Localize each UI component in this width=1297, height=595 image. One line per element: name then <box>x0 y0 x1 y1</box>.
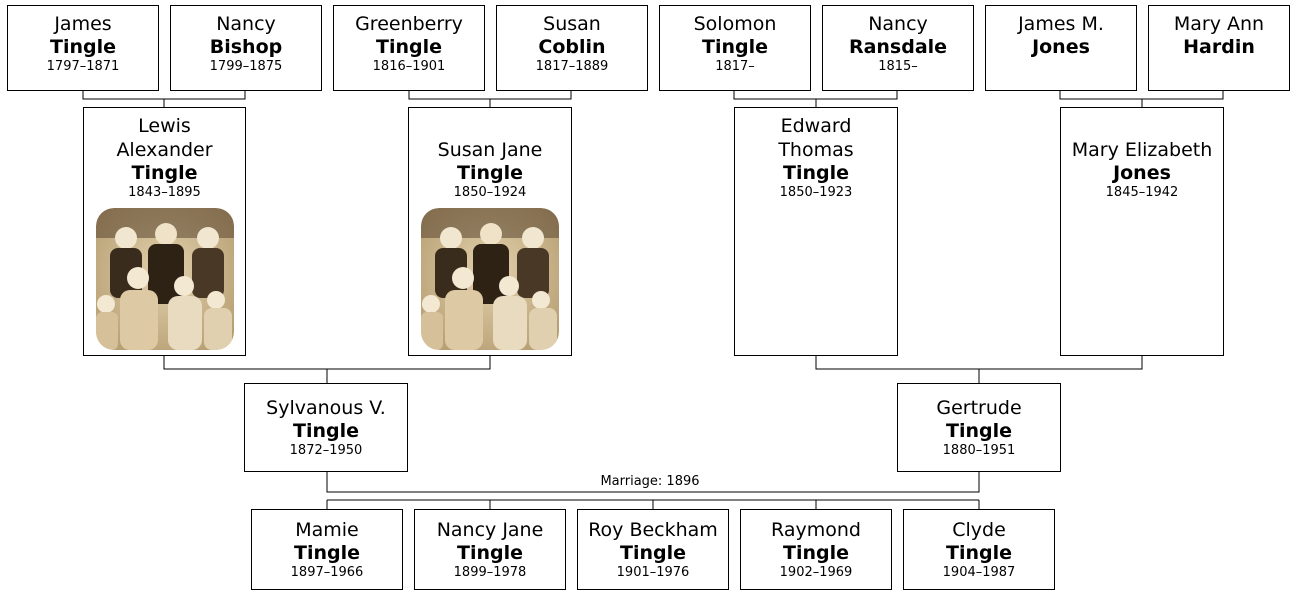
given-name: Nancy <box>868 13 928 35</box>
person-box-clyde-tingle[interactable]: Clyde Tingle 1904–1987 <box>903 509 1055 590</box>
surname: Tingle <box>702 36 768 58</box>
life-dates: 1850–1924 <box>453 185 527 200</box>
given-name: Gertrude <box>936 397 1022 419</box>
life-dates: 1799–1875 <box>209 59 283 74</box>
life-dates: 1904–1987 <box>942 565 1016 580</box>
surname: Ransdale <box>848 36 948 58</box>
person-box-nancy-jane-tingle[interactable]: Nancy Jane Tingle 1899–1978 <box>414 509 566 590</box>
person-box-susan-coblin[interactable]: Susan Coblin 1817–1889 <box>496 5 648 91</box>
given-name-line1: Lewis <box>138 115 191 137</box>
given-name: Solomon <box>693 13 777 35</box>
surname: Tingle <box>783 162 849 184</box>
surname: Jones <box>1032 36 1090 58</box>
life-dates: 1899–1978 <box>453 565 527 580</box>
person-box-susan-jane-tingle[interactable]: Susan Jane Tingle 1850–1924 <box>408 107 572 356</box>
life-dates: 1897–1966 <box>290 565 364 580</box>
surname: Bishop <box>209 36 283 58</box>
given-name: Clyde <box>952 519 1006 541</box>
surname: Tingle <box>457 162 523 184</box>
person-box-mary-ann-hardin[interactable]: Mary Ann Hardin <box>1148 5 1290 91</box>
given-name: Nancy Jane <box>436 519 544 541</box>
given-name: Mamie <box>295 519 359 541</box>
surname: Tingle <box>783 542 849 564</box>
life-dates: 1843–1895 <box>128 185 201 200</box>
surname: Tingle <box>293 420 359 442</box>
surname: Jones <box>1113 162 1171 184</box>
surname: Tingle <box>376 36 442 58</box>
person-box-gertrude-tingle[interactable]: Gertrude Tingle 1880–1951 <box>897 383 1061 472</box>
surname: Tingle <box>294 542 360 564</box>
life-dates: 1817– <box>715 59 755 74</box>
surname: Tingle <box>50 36 116 58</box>
life-dates: 1845–1942 <box>1105 185 1179 200</box>
given-name: James M. <box>1018 13 1104 35</box>
person-box-greenberry-tingle[interactable]: Greenberry Tingle 1816–1901 <box>333 5 485 91</box>
marriage-label: Marriage: 1896 <box>560 474 740 490</box>
surname: Tingle <box>946 420 1012 442</box>
person-box-roy-beckham-tingle[interactable]: Roy Beckham Tingle 1901–1976 <box>577 509 729 590</box>
given-name: Sylvanous V. <box>266 397 386 419</box>
life-dates: 1850–1923 <box>779 185 853 200</box>
person-box-nancy-ransdale[interactable]: Nancy Ransdale 1815– <box>822 5 974 91</box>
life-dates: 1902–1969 <box>779 565 853 580</box>
given-name: James <box>54 13 112 35</box>
person-box-james-m-jones[interactable]: James M. Jones <box>985 5 1137 91</box>
life-dates: 1815– <box>878 59 918 74</box>
surname: Coblin <box>538 36 606 58</box>
life-dates: 1817–1889 <box>535 59 609 74</box>
surname: Tingle <box>131 162 198 184</box>
surname: Hardin <box>1183 36 1255 58</box>
given-name: Mary Ann <box>1173 13 1265 35</box>
person-box-lewis-alexander-tingle[interactable]: Lewis Alexander Tingle 1843–1895 <box>83 107 246 356</box>
given-name: Susan <box>543 13 601 35</box>
given-name: Raymond <box>771 519 861 541</box>
person-box-nancy-bishop[interactable]: Nancy Bishop 1799–1875 <box>170 5 322 91</box>
person-box-edward-thomas-tingle[interactable]: Edward Thomas Tingle 1850–1923 <box>734 107 898 356</box>
person-box-james-tingle[interactable]: James Tingle 1797–1871 <box>7 5 159 91</box>
surname: Tingle <box>620 542 686 564</box>
given-name: Susan Jane <box>437 139 543 161</box>
given-name: Roy Beckham <box>588 519 718 541</box>
person-box-raymond-tingle[interactable]: Raymond Tingle 1902–1969 <box>740 509 892 590</box>
person-box-mamie-tingle[interactable]: Mamie Tingle 1897–1966 <box>251 509 403 590</box>
life-dates: 1797–1871 <box>46 59 120 74</box>
given-name: Greenberry <box>355 13 463 35</box>
person-box-sylvanous-v-tingle[interactable]: Sylvanous V. Tingle 1872–1950 <box>244 383 408 472</box>
person-box-mary-elizabeth-jones[interactable]: Mary Elizabeth Jones 1845–1942 <box>1060 107 1224 356</box>
given-name-line2: Thomas <box>778 139 854 161</box>
life-dates: 1872–1950 <box>289 443 363 458</box>
given-name: Nancy <box>216 13 276 35</box>
given-name-line1: Edward <box>780 115 852 137</box>
given-name: Mary Elizabeth <box>1071 139 1213 161</box>
life-dates: 1901–1976 <box>616 565 690 580</box>
family-photo-icon <box>421 208 559 350</box>
person-box-solomon-tingle[interactable]: Solomon Tingle 1817– <box>659 5 811 91</box>
life-dates: 1880–1951 <box>942 443 1016 458</box>
life-dates: 1816–1901 <box>372 59 446 74</box>
surname: Tingle <box>457 542 523 564</box>
surname: Tingle <box>946 542 1012 564</box>
family-photo-icon <box>95 208 234 350</box>
given-name-line2: Alexander <box>116 139 213 161</box>
